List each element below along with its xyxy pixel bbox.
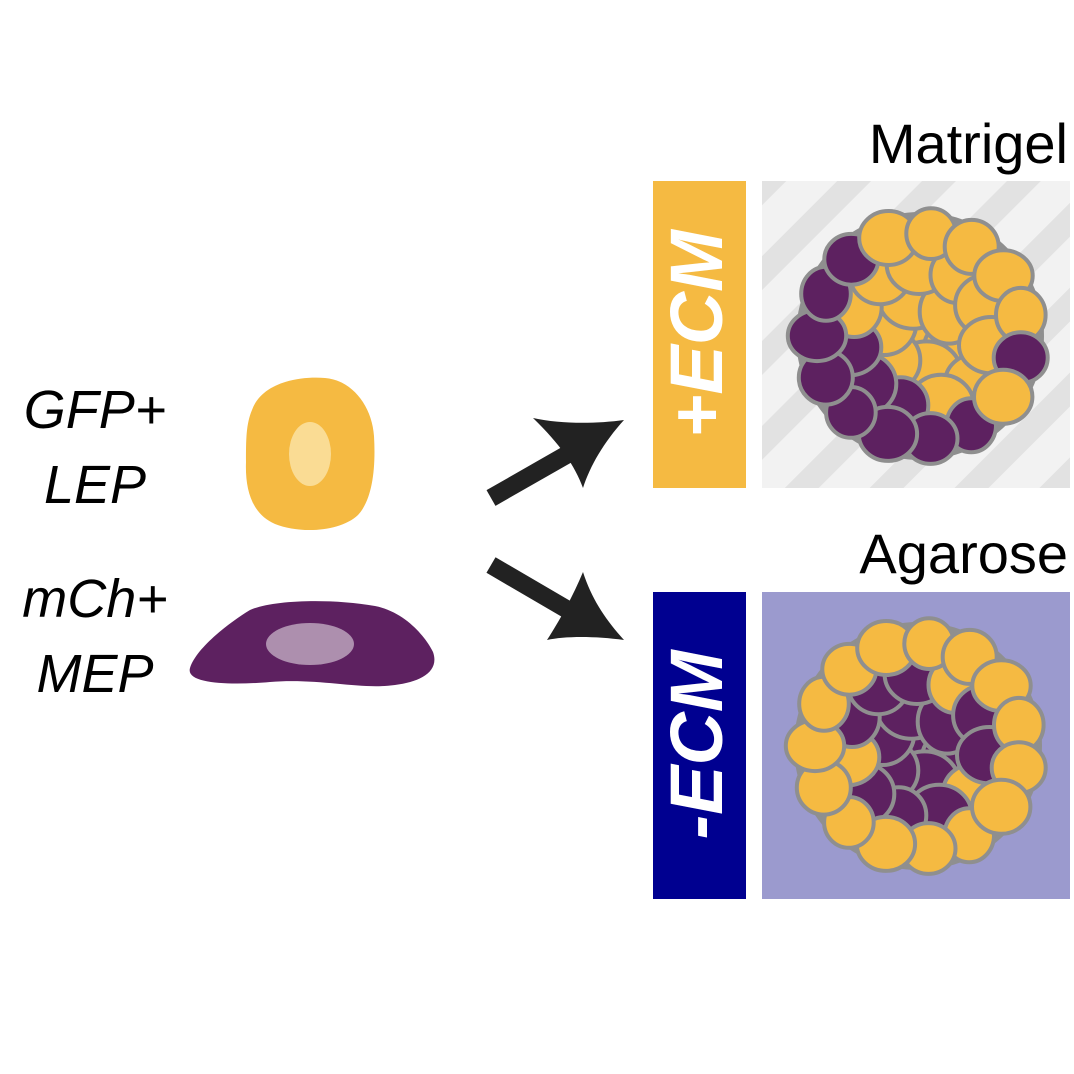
mep-nucleus bbox=[266, 623, 354, 665]
matrigel-header: Matrigel bbox=[869, 112, 1068, 175]
organoid-cell bbox=[972, 367, 1035, 426]
matrigel-organoid bbox=[785, 206, 1050, 466]
ecm-band-label: +ECM bbox=[655, 229, 738, 438]
lep-nucleus bbox=[289, 422, 331, 486]
no-ecm-band-label: -ECM bbox=[655, 649, 738, 839]
arrow-to-agarose bbox=[486, 557, 624, 640]
lep-cell bbox=[245, 377, 375, 531]
no-ecm-band bbox=[653, 592, 746, 899]
agarose-organoid bbox=[783, 616, 1048, 876]
arrow-to-matrigel bbox=[486, 418, 624, 506]
mep-label-line2: MEP bbox=[36, 644, 153, 704]
lep-label-line1: GFP+ bbox=[24, 380, 167, 440]
organoid-cell bbox=[970, 777, 1033, 836]
ecm-band bbox=[653, 181, 746, 488]
agarose-header: Agarose bbox=[859, 522, 1068, 585]
mep-cell bbox=[189, 601, 435, 687]
lep-label-line2: LEP bbox=[44, 455, 146, 515]
mep-label-line1: mCh+ bbox=[22, 569, 168, 629]
